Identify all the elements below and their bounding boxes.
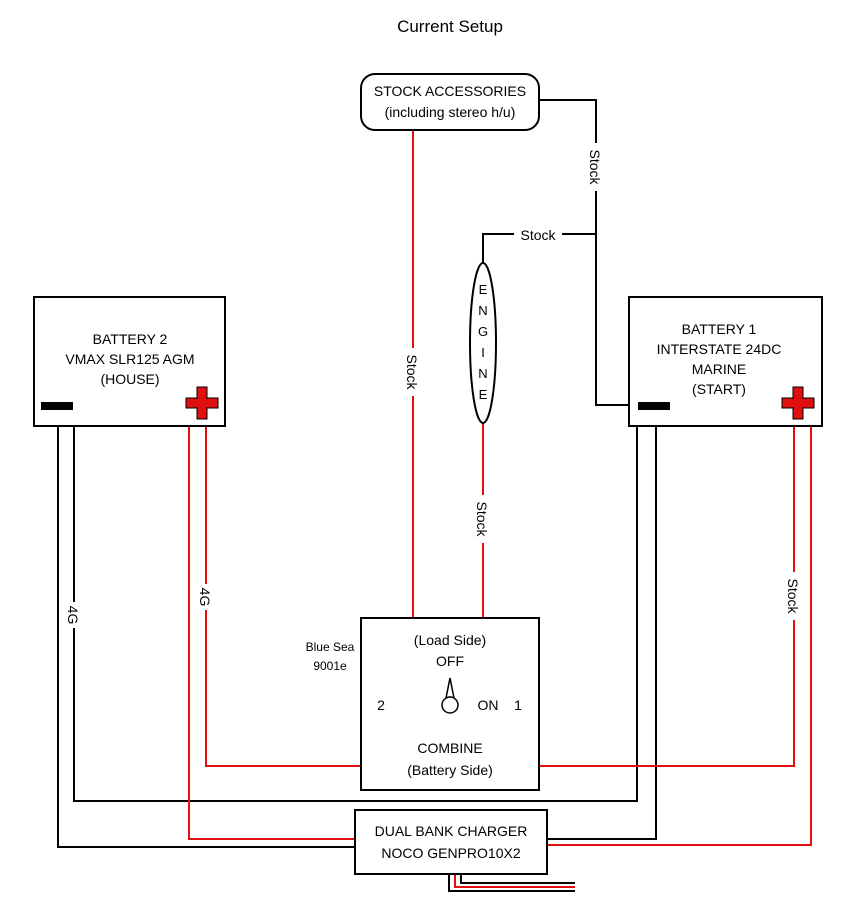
label-4g-battery2-negative: 4G (65, 606, 81, 625)
wire-battery1-positive-to-charger (547, 426, 812, 846)
engine: E N G I N E (469, 262, 497, 424)
label-stock-top-right: Stock (587, 149, 603, 185)
engine-letter-6: E (479, 387, 488, 402)
switch-brand-line2: 9001e (313, 659, 347, 673)
battery2-positive-icon (185, 386, 219, 420)
wire-battery1-negative-to-charger (547, 426, 657, 840)
battery1-positive-icon (781, 386, 815, 420)
battery2-line1: BATTERY 2 (93, 331, 168, 347)
engine-letter-4: I (481, 345, 485, 360)
label-stock-battery1-switch: Stock (785, 578, 801, 614)
stock-accessories-line1: STOCK ACCESSORIES (374, 83, 526, 99)
label-stock-accessories: Stock (404, 354, 420, 390)
diagram-title: Current Setup (397, 17, 503, 36)
battery2-line3: (HOUSE) (100, 371, 159, 387)
battery1-line4: (START) (692, 381, 746, 397)
charger-box: DUAL BANK CHARGER NOCO GENPRO10X2 (354, 809, 548, 875)
switch-position-1: 1 (514, 697, 522, 713)
switch-brand-line1: Blue Sea (306, 640, 355, 654)
engine-letter-2: N (478, 303, 487, 318)
label-stock-engine-feed: Stock (520, 227, 556, 243)
wire-battery2-negative-to-charger (57, 426, 355, 848)
charger-line1: DUAL BANK CHARGER (375, 823, 528, 839)
wire-charger-output-black-2 (460, 874, 575, 884)
charger-line2: NOCO GENPRO10X2 (381, 845, 520, 861)
stock-accessories-line2: (including stereo h/u) (385, 104, 516, 120)
battery2-line2: VMAX SLR125 AGM (65, 351, 194, 367)
wire-accessories-to-battery1-negative (539, 99, 634, 406)
switch-on-label: ON (478, 697, 499, 713)
battery-switch: (Load Side) OFF 2 ON 1 COMBINE (Battery … (360, 617, 540, 791)
switch-combine-label: COMBINE (417, 740, 482, 756)
engine-letter-1: E (479, 282, 488, 297)
switch-load-side: (Load Side) (414, 632, 486, 648)
battery1-line1: BATTERY 1 (682, 321, 757, 337)
wire-charger-output-black (448, 874, 575, 892)
battery2-negative-icon (41, 402, 73, 410)
battery1-box: BATTERY 1 INTERSTATE 24DC MARINE (START) (628, 296, 823, 427)
battery1-negative-icon (638, 402, 670, 410)
wire-charger-output-red (454, 874, 575, 888)
switch-battery-side: (Battery Side) (407, 762, 493, 778)
wire-battery1-positive-to-switch (539, 426, 795, 767)
label-4g-battery2-positive: 4G (197, 588, 213, 607)
battery2-box: BATTERY 2 VMAX SLR125 AGM (HOUSE) (33, 296, 226, 427)
switch-knob-icon (441, 677, 459, 714)
engine-letter-5: N (478, 366, 487, 381)
stock-accessories-box: STOCK ACCESSORIES (including stereo h/u) (360, 73, 540, 131)
battery1-line3: MARINE (692, 361, 746, 377)
engine-letter-3: G (478, 324, 488, 339)
wire-battery2-negative-to-battery1-negative (73, 426, 638, 802)
battery1-line2: INTERSTATE 24DC (657, 341, 782, 357)
label-stock-engine-switch: Stock (474, 501, 490, 537)
wire-battery2-positive-to-switch (205, 426, 361, 767)
switch-position-2: 2 (377, 697, 385, 713)
wire-battery2-positive-to-charger (188, 426, 355, 840)
switch-off-label: OFF (436, 653, 464, 669)
